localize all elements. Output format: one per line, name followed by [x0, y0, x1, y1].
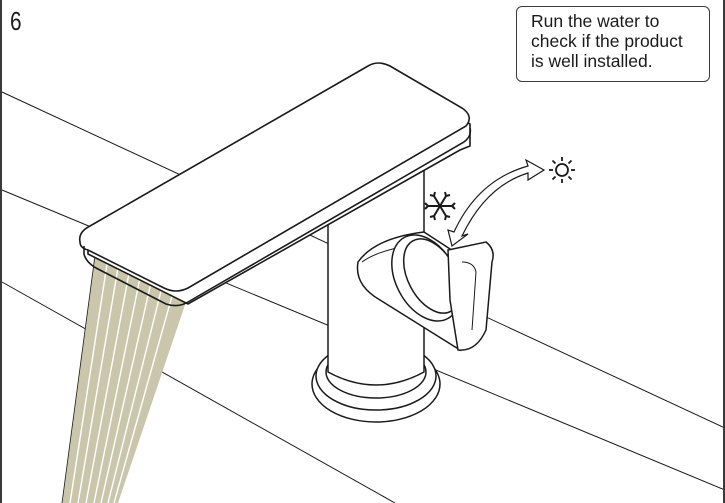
step-number: 6 — [10, 6, 22, 36]
spout-plate — [78, 62, 472, 307]
water-stream — [61, 247, 188, 503]
lever-handle — [391, 234, 494, 351]
instruction-line-2: check if the product — [531, 31, 683, 51]
sun-icon — [549, 157, 575, 183]
snowflake-icon — [424, 191, 456, 221]
instruction-line-3: is well installed. — [531, 51, 653, 71]
instruction-line-1: Run the water to — [531, 11, 660, 31]
instruction-note: Run the water to check if the product is… — [516, 6, 710, 82]
rotation-arrow — [447, 158, 546, 248]
left-border — [0, 0, 2, 503]
right-border — [723, 0, 725, 503]
